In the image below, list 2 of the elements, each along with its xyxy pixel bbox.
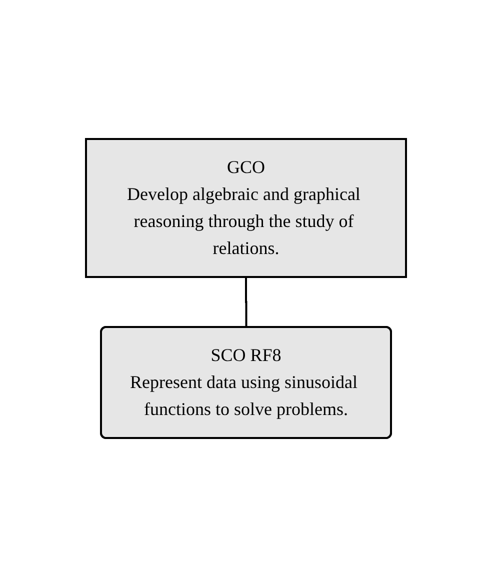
connector (245, 276, 248, 328)
node-box: GCO Develop algebraic and graphical reasoning through the study of relations. (85, 138, 407, 278)
